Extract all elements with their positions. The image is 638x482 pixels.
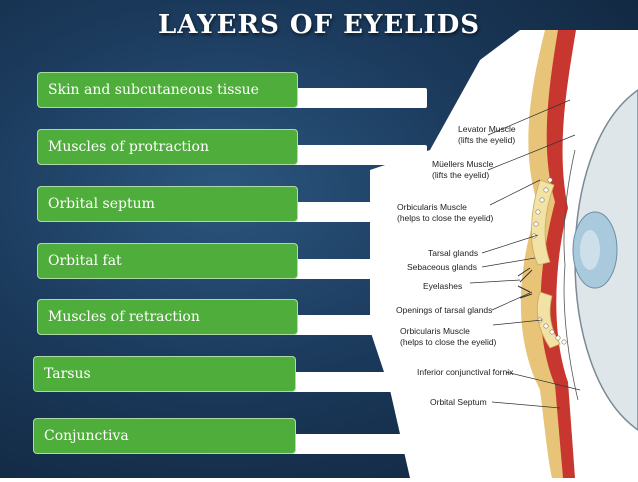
layer-item-skin: Skin and subcutaneous tissue xyxy=(37,72,427,112)
label-muellers-muscle: Müellers Muscle xyxy=(432,159,494,169)
layer-box: Muscles of protraction xyxy=(37,129,298,165)
slide-title: LAYERS OF EYELIDS xyxy=(157,10,481,40)
layer-box: Conjunctiva xyxy=(33,418,296,454)
layer-backplate xyxy=(283,434,423,454)
label-levator-muscle-sub: (lifts the eyelid) xyxy=(458,135,515,145)
layer-item-orbital-fat: Orbital fat xyxy=(37,243,427,283)
layer-box: Skin and subcutaneous tissue xyxy=(37,72,298,108)
layer-backplate xyxy=(287,145,427,165)
layer-box: Muscles of retraction xyxy=(37,299,298,335)
layer-label: Skin and subcutaneous tissue xyxy=(48,82,259,98)
label-tarsal-glands: Tarsal glands xyxy=(428,248,478,258)
eyelid-cross-section-svg: Levator Muscle (lifts the eyelid) Müelle… xyxy=(370,30,638,478)
layer-item-tarsus: Tarsus xyxy=(33,356,423,396)
pupil-highlight xyxy=(580,230,600,270)
label-sebaceous-glands: Sebaceous glands xyxy=(407,262,477,272)
conjunctiva-line xyxy=(563,149,579,401)
layer-item-muscles-protraction: Muscles of protraction xyxy=(37,129,427,169)
layer-label: Tarsus xyxy=(44,366,91,382)
label-inferior-conjunctival-fornix: Inferior conjunctival fornix xyxy=(417,367,514,377)
eyelid-anatomy-diagram: Levator Muscle (lifts the eyelid) Müelle… xyxy=(370,30,638,478)
layer-label: Muscles of retraction xyxy=(48,309,200,325)
layer-item-conjunctiva: Conjunctiva xyxy=(33,418,423,458)
label-openings-tarsal-glands: Openings of tarsal glands xyxy=(396,305,492,315)
layer-item-muscles-retraction: Muscles of retraction xyxy=(37,299,427,339)
layer-box: Orbital fat xyxy=(37,243,298,279)
leader-lines xyxy=(469,99,581,409)
layer-label: Conjunctiva xyxy=(44,428,129,444)
label-eyelashes: Eyelashes xyxy=(423,281,462,291)
eyelashes xyxy=(517,267,533,299)
label-orbicularis-lower: Orbicularis Muscle xyxy=(400,326,470,336)
muscle-band xyxy=(540,30,576,478)
label-orbicularis-upper-sub: (helps to close the eyelid) xyxy=(397,213,494,223)
layer-label: Orbital septum xyxy=(48,196,155,212)
lower-tarsus xyxy=(536,291,561,349)
layer-box: Orbital septum xyxy=(37,186,298,222)
layer-label: Muscles of protraction xyxy=(48,139,209,155)
layer-item-orbital-septum: Orbital septum xyxy=(37,186,427,226)
label-levator-muscle: Levator Muscle xyxy=(458,124,516,134)
layer-backplate xyxy=(287,88,427,108)
label-orbital-septum: Orbital Septum xyxy=(430,397,487,407)
layer-label: Orbital fat xyxy=(48,253,122,269)
upper-tarsus xyxy=(531,179,555,266)
layer-box: Tarsus xyxy=(33,356,296,392)
label-muellers-muscle-sub: (lifts the eyelid) xyxy=(432,170,489,180)
label-orbicularis-upper: Orbicularis Muscle xyxy=(397,202,467,212)
label-orbicularis-lower-sub: (helps to close the eyelid) xyxy=(400,337,497,347)
